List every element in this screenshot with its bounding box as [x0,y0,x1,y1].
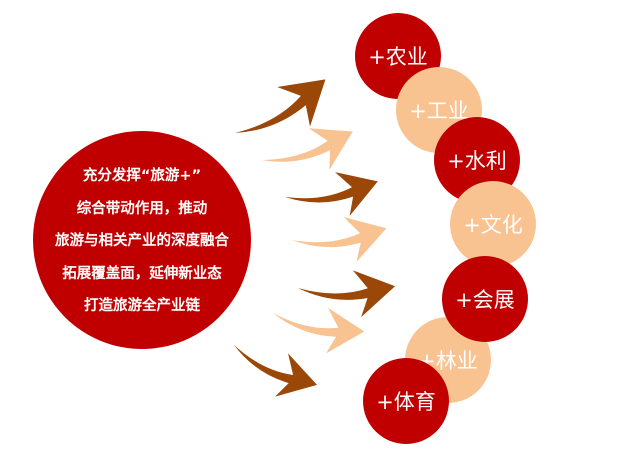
center-line: 综合带动作用，推动 [76,200,208,217]
center-line: 拓展覆盖面，延伸新业态 [62,265,222,282]
arrow-7 [221,328,324,412]
industry-culture: +文化 [450,181,536,267]
industry-label: +体育 [376,390,436,414]
industry-industry: +工业 [396,67,482,153]
industry-label: +农业 [368,45,428,69]
arrow-3 [282,167,382,224]
center-line: 打造旅游全产业链 [84,298,200,314]
industry-label: +会展 [455,288,515,312]
center-text: 充分发挥“旅游+” 综合带动作用，推动 旅游与相关产业的深度融合 拓展覆盖面，延… [34,160,250,323]
center-line: 旅游与相关产业的深度融合 [55,233,229,249]
arrow-4 [290,214,389,267]
industry-exhibition: +会展 [442,256,528,342]
center-line: 充分发挥“旅游+” [82,168,202,184]
industry-label: +文化 [463,213,523,237]
center-circle [33,131,251,349]
industry-label: +水利 [447,149,507,173]
arrow-6 [266,294,368,362]
industry-label: +工业 [409,99,469,123]
arrow-5 [297,268,396,319]
industry-sports: +体育 [363,358,449,444]
